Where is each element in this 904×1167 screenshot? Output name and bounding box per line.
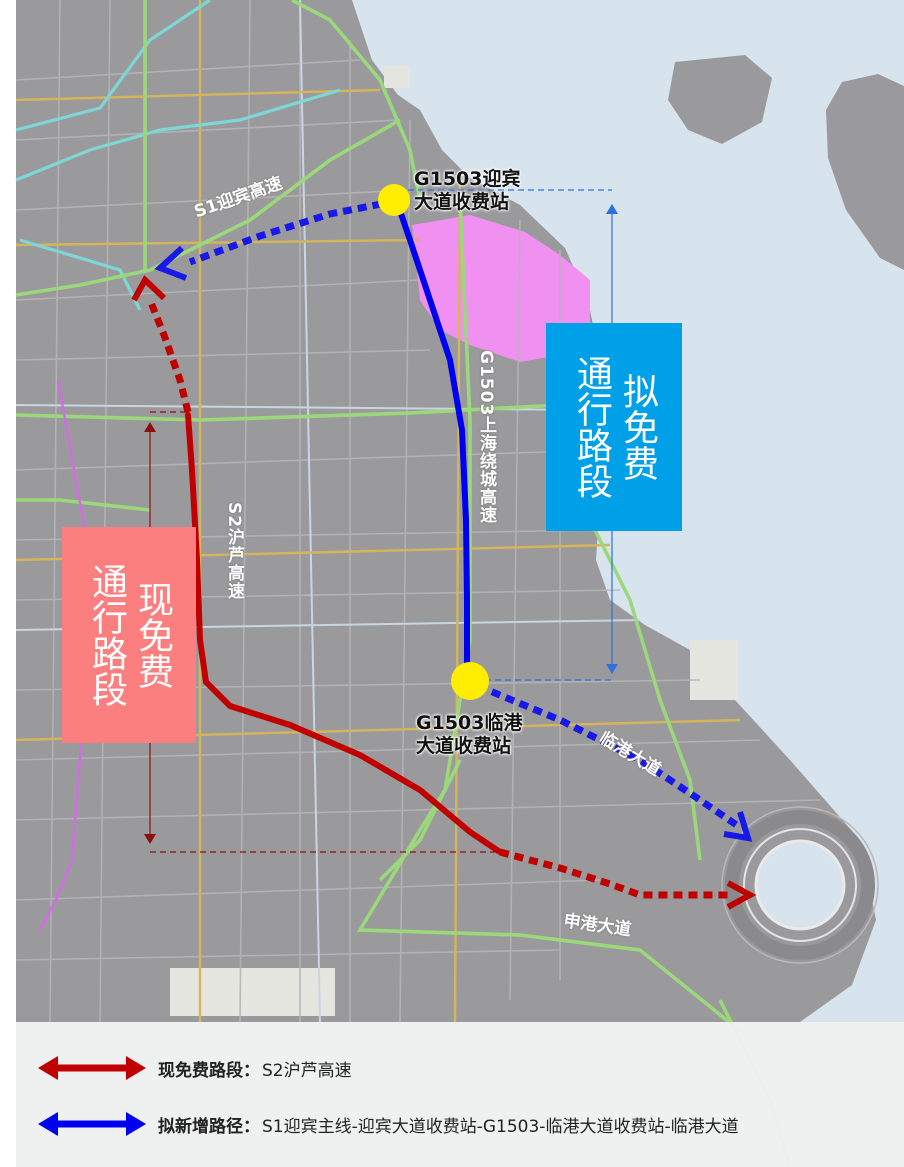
g1503-proposed-segment bbox=[395, 202, 470, 683]
lingang-station-label: G1503临港 大道收费站 bbox=[416, 712, 522, 758]
yingbin-station-line2: 大道收费站 bbox=[414, 191, 510, 213]
light-patch-3 bbox=[690, 640, 738, 700]
island-2 bbox=[826, 74, 904, 270]
lingang-station-line1: G1503临港 bbox=[416, 712, 523, 734]
legend-proposed-row: 拟新增路径： S1迎宾主线-迎宾大道收费站-G1503-临港大道收费站-临港大道 bbox=[34, 1104, 739, 1144]
s2-north-arrowhead bbox=[131, 275, 167, 302]
current-free-section-box: 现免费 通行路段 bbox=[62, 527, 196, 743]
lingang-arrowhead bbox=[723, 811, 753, 842]
s2-north-dashed bbox=[146, 298, 192, 413]
island-1 bbox=[668, 55, 772, 144]
mainland bbox=[16, 0, 876, 1022]
current-section-line1: 现免费 bbox=[132, 581, 173, 689]
legend-current-label: 现免费路段： bbox=[158, 1060, 260, 1081]
proposed-free-section-box: 拟免费 通行路段 bbox=[546, 323, 682, 531]
double-arrow-blue-icon bbox=[38, 1112, 146, 1136]
legend-proposed-desc: S1迎宾主线-迎宾大道收费站-G1503-临港大道收费站-临港大道 bbox=[262, 1116, 739, 1137]
green-expressways bbox=[15, 0, 792, 1167]
g1503-road-label: G1503上海绕城高速 bbox=[476, 350, 496, 525]
double-arrow-red-icon bbox=[38, 1056, 146, 1080]
shengang-arrowhead bbox=[726, 880, 757, 910]
s1-proposed-dashed bbox=[188, 197, 397, 266]
yingbin-station-line1: G1503迎宾 bbox=[414, 168, 521, 190]
legend: 现免费路段： S2沪芦高速 拟新增路径： S1迎宾主线-迎宾大道收费站-G150… bbox=[16, 1022, 904, 1167]
light-patch-2 bbox=[384, 66, 410, 88]
lingang-toll-dot bbox=[451, 662, 489, 700]
legend-current-row: 现免费路段： S2沪芦高速 bbox=[34, 1048, 352, 1088]
proposed-section-line2: 通行路段 bbox=[571, 355, 612, 499]
legend-current-desc: S2沪芦高速 bbox=[262, 1060, 352, 1081]
yingbin-toll-dot bbox=[378, 184, 410, 216]
port-area bbox=[412, 215, 590, 362]
proposed-section-line1: 拟免费 bbox=[617, 373, 658, 481]
left-white-margin bbox=[0, 0, 16, 1167]
s2-road-label: S2沪芦高速 bbox=[224, 502, 244, 601]
lingang-station-line2: 大道收费站 bbox=[416, 735, 512, 757]
s1-arrowhead bbox=[154, 245, 188, 281]
current-section-line2: 通行路段 bbox=[86, 563, 127, 707]
yingbin-station-label: G1503迎宾 大道收费站 bbox=[414, 168, 520, 214]
light-patch-1 bbox=[170, 968, 335, 1016]
legend-proposed-label: 拟新增路径： bbox=[158, 1116, 260, 1137]
